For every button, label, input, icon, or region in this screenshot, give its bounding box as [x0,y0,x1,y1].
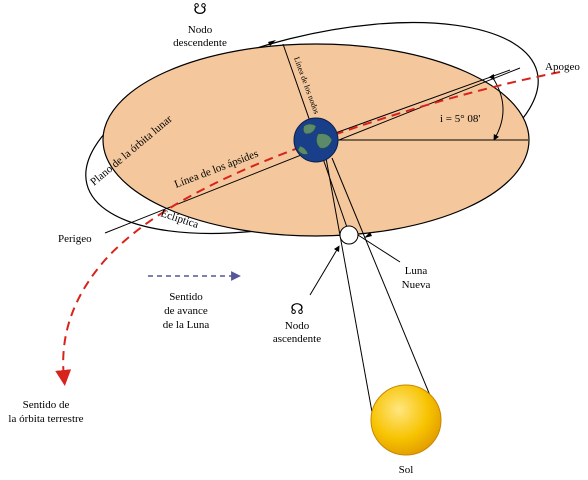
earth [293,117,339,163]
sentido-orbita-terrestre-line1: Sentido de [23,399,70,411]
apogeo-label: Apogeo [545,61,580,73]
orbit-direction-arrow-top [268,40,276,46]
nodo-descendente-line1: Nodo [188,24,213,36]
sun-ray-left [325,157,373,413]
orbit-direction-arrow-bottom [364,232,372,238]
nodo-ascendente-symbol: ☊ [290,300,303,318]
sun-ray-right [331,157,437,411]
perigeo-label: Perigeo [58,233,92,245]
earth-orbit-path [55,71,561,386]
inclinacion-label: i = 5° 08' [440,113,480,125]
new-moon [339,225,359,245]
sentido-avance-line1: Sentido [169,291,203,303]
inclination-arc [488,73,504,141]
sentido-avance-line3: de la Luna [163,319,210,331]
luna-nueva-line1: Luna [405,265,428,277]
luna-nueva-pointer [357,234,401,263]
nodo-ascendente-line2: ascendente [273,333,321,345]
sun [370,384,442,456]
sentido-avance-line2: de avance [164,305,208,317]
nodo-descendente-symbol: ☋ [193,0,206,18]
nodo-ascendente-line1: Nodo [285,320,310,332]
sol-label: Sol [399,464,414,476]
apogee-line [315,69,511,141]
nodo-descendente-line2: descendente [173,37,227,49]
luna-nueva-line2: Nueva [402,279,431,291]
nodo-ascendente-pointer [309,245,340,296]
sentido-orbita-terrestre-line2: la órbita terrestre [8,413,83,425]
